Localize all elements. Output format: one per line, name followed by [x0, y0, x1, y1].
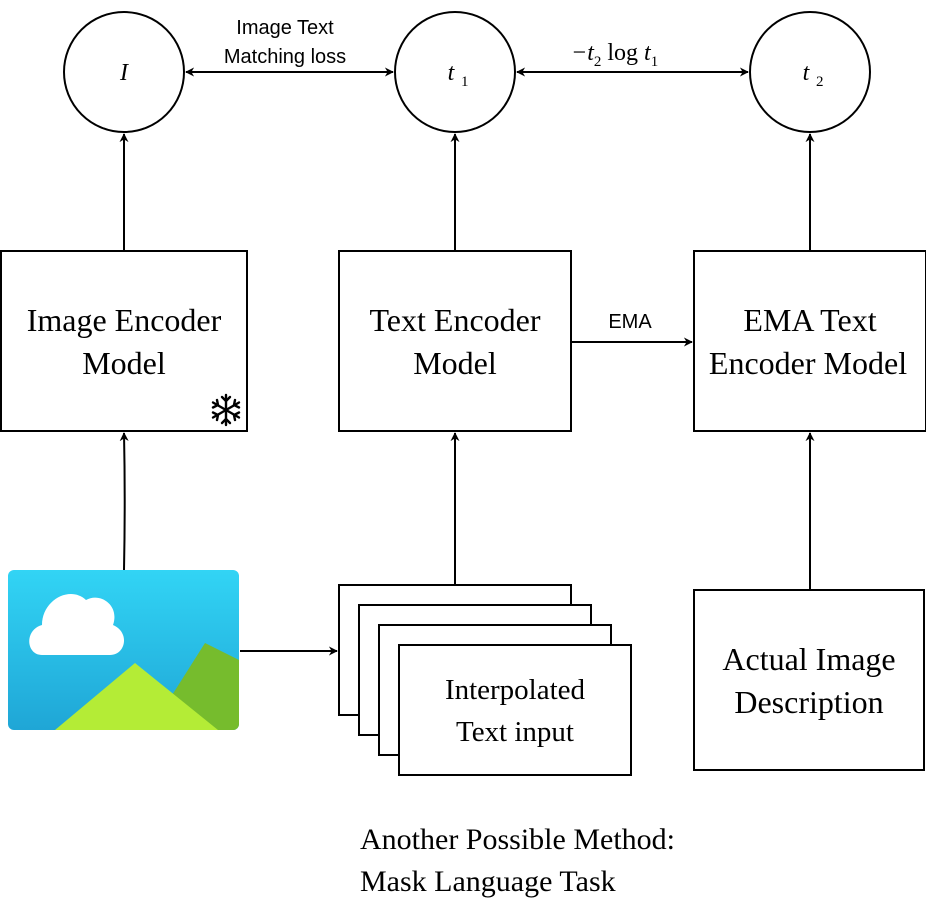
method-note: Another Possible Method: Mask Language T…	[360, 823, 675, 898]
image-encoder-label-line1: Image Encoder	[27, 302, 222, 338]
loss-formula: −t2 log t1	[571, 40, 658, 70]
t1-label: t	[448, 60, 456, 86]
image-embedding-label: I	[119, 60, 129, 86]
edge-image-text-matching: Image Text Matching loss	[185, 17, 394, 77]
ema-text-encoder-box: EMA Text Encoder Model	[693, 250, 926, 432]
actual-label-line1: Actual Image	[722, 641, 895, 677]
actual-description-box: Actual Image Description	[693, 589, 925, 771]
itm-label-line1: Image Text	[236, 17, 334, 39]
image-icon	[8, 570, 239, 730]
edge-ema: EMA	[571, 311, 693, 347]
snowflake-icon	[211, 393, 241, 427]
node-t2: t 2	[749, 11, 871, 133]
text-encoder-label-line2: Model	[413, 345, 497, 381]
ema-encoder-label-line2: Encoder Model	[709, 345, 907, 381]
image-encoder-label-line2: Model	[82, 345, 166, 381]
interpolated-text-stack: Interpolated Text input	[338, 584, 632, 776]
t2-label: t	[803, 60, 811, 86]
t1-subscript: 1	[461, 74, 469, 90]
node-t1: t 1	[394, 11, 516, 133]
interpolated-label-line1: Interpolated	[445, 674, 586, 706]
t2-subscript: 2	[816, 74, 824, 90]
text-encoder-label-line1: Text Encoder	[369, 302, 540, 338]
note-line2: Mask Language Task	[360, 865, 616, 898]
itm-label-line2: Matching loss	[224, 46, 346, 68]
text-encoder-box: Text Encoder Model	[338, 250, 572, 432]
arrow-image-to-image-encoder	[119, 432, 129, 571]
interpolated-label-line2: Text input	[456, 716, 574, 748]
ema-label: EMA	[608, 311, 652, 333]
node-image-embedding: I	[63, 11, 185, 133]
ema-encoder-label-line1: EMA Text	[743, 302, 876, 338]
note-line1: Another Possible Method:	[360, 823, 675, 856]
image-encoder-box: Image Encoder Model	[0, 250, 248, 432]
edge-distillation-loss: −t2 log t1	[516, 36, 749, 77]
loss-label-bg	[568, 36, 684, 68]
actual-label-line2: Description	[734, 684, 883, 720]
